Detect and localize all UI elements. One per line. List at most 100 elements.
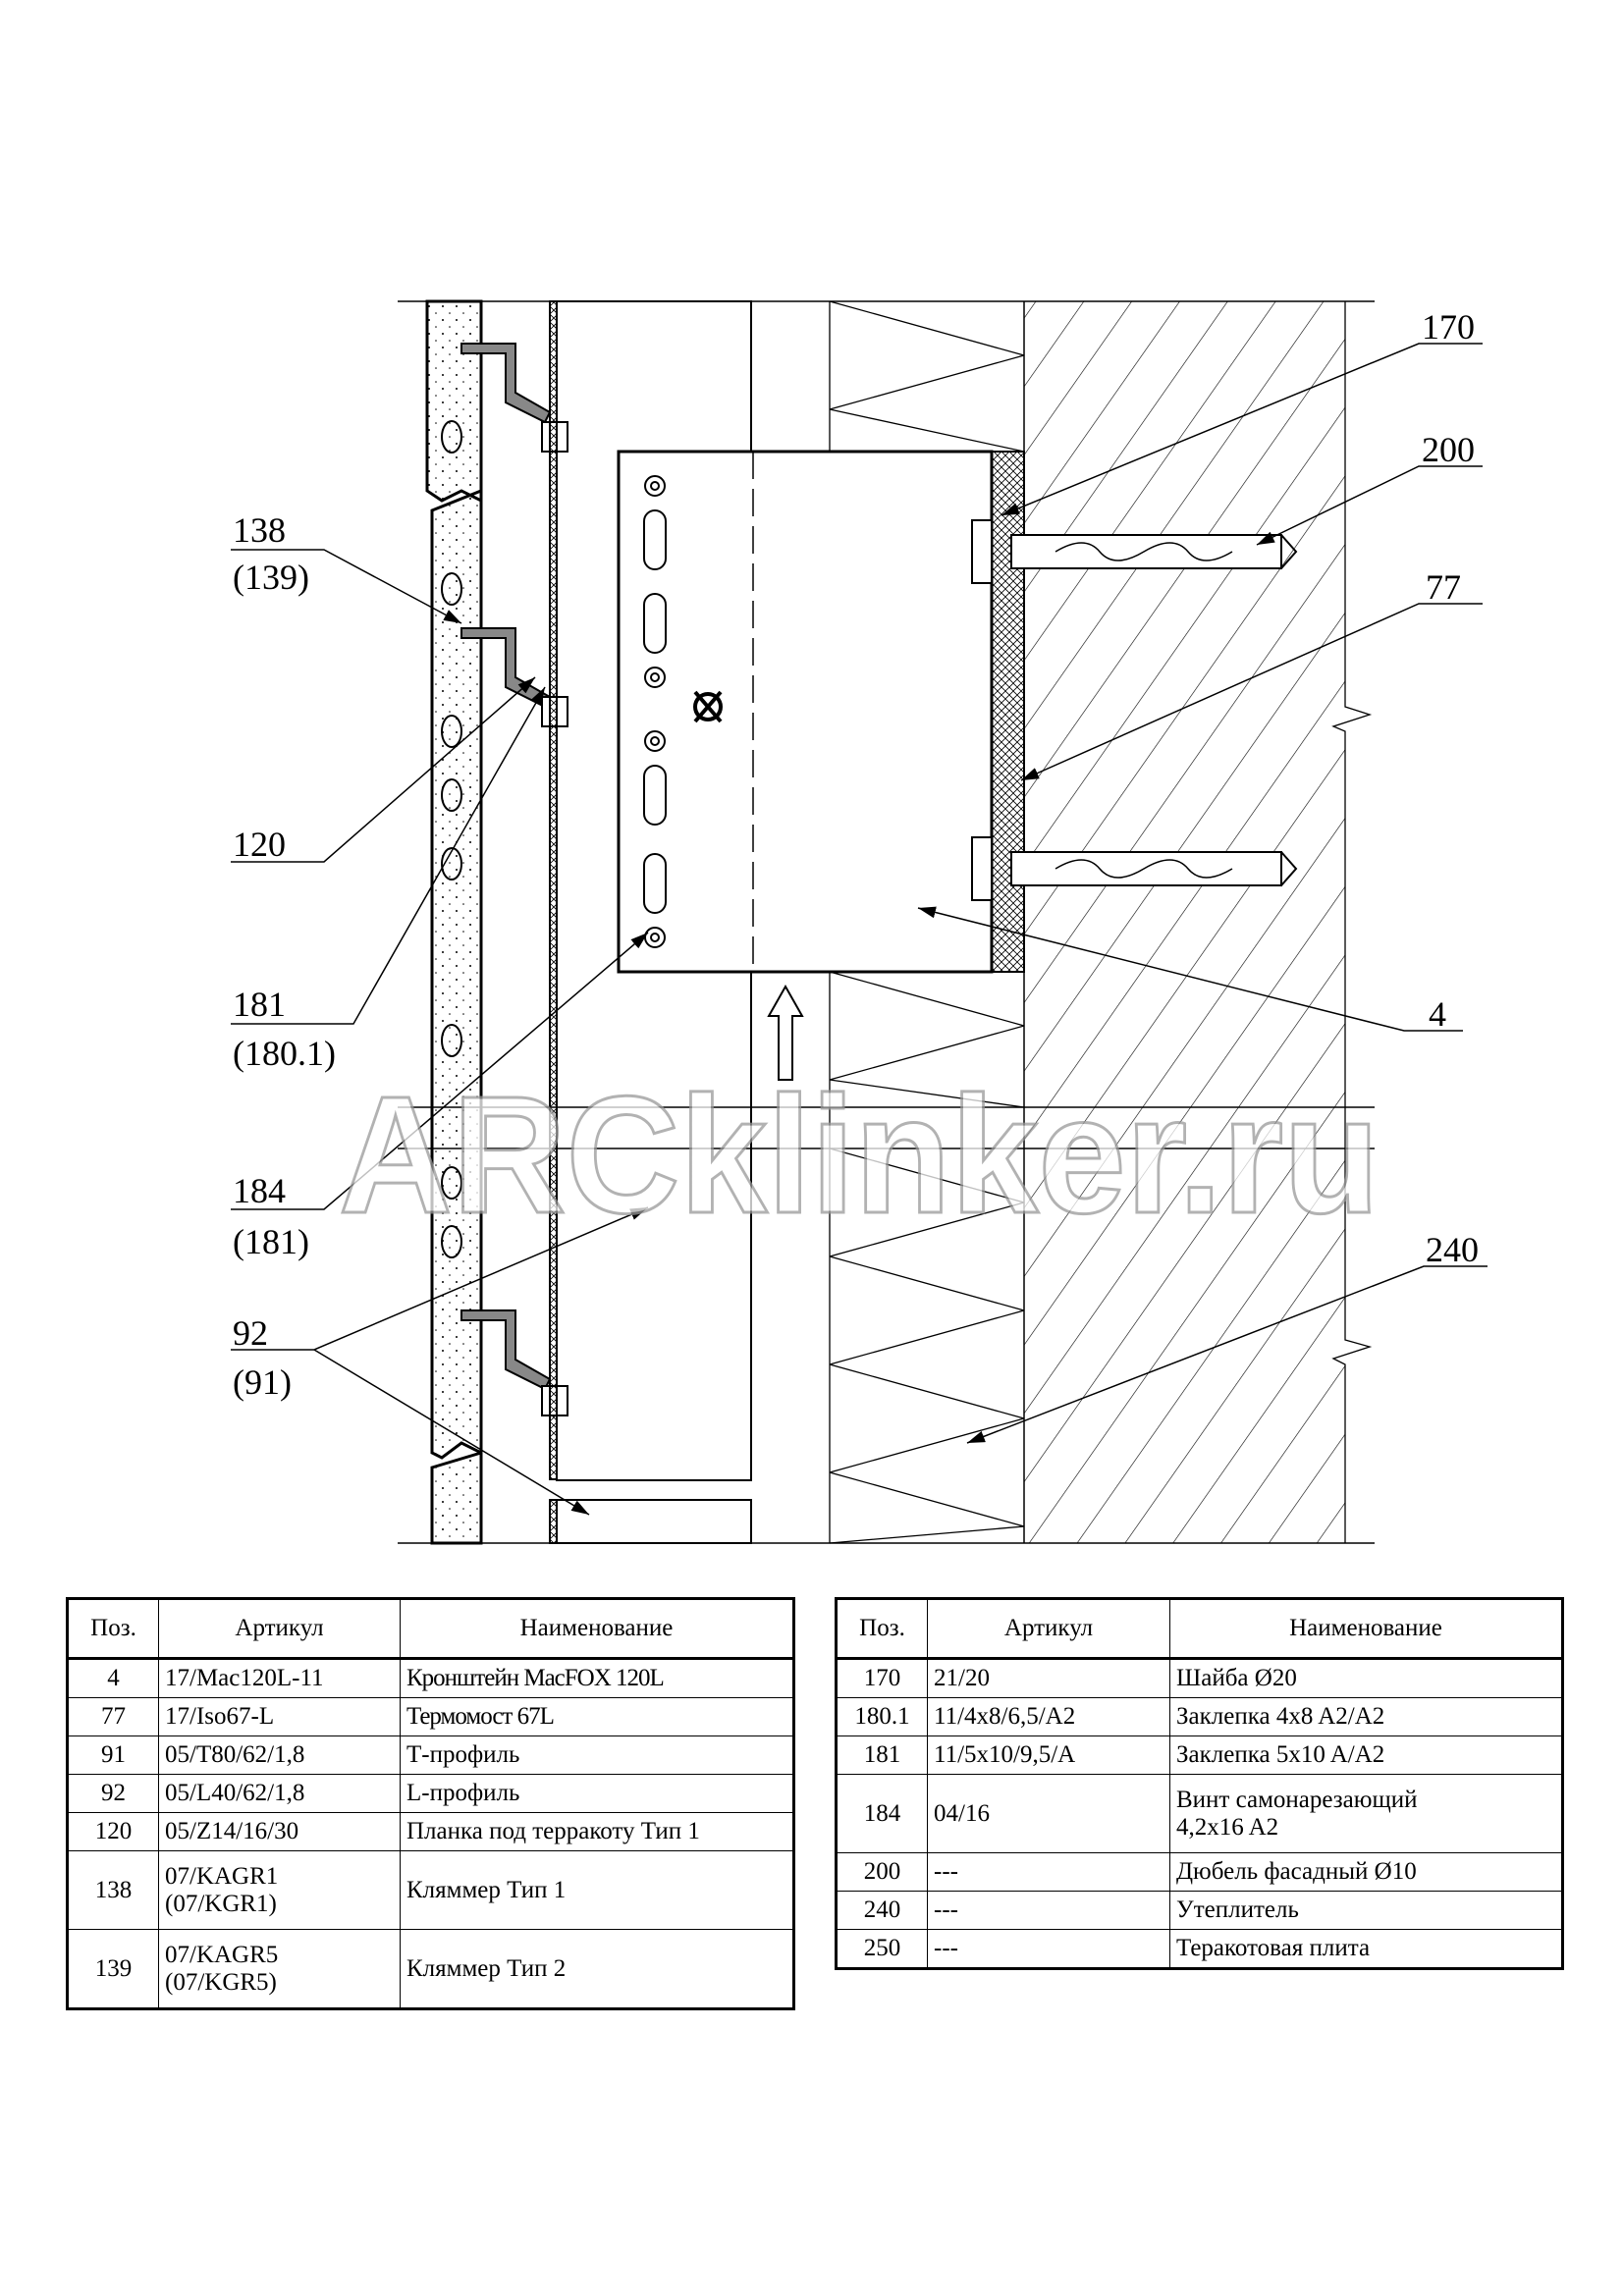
callout-138: 138 xyxy=(233,510,286,550)
callout-200: 200 xyxy=(1422,430,1475,469)
insulation-zigzag xyxy=(829,971,1025,1108)
article-line1: 07/KAGR1 xyxy=(165,1863,279,1890)
name: Кронштейн MacFOX 120L xyxy=(400,1658,794,1698)
article: 07/KAGR1(07/KGR1) xyxy=(158,1850,401,1930)
pos: 240 xyxy=(836,1891,928,1930)
table-header: Поз. Артикул Наименование xyxy=(836,1598,1563,1660)
callout-139: (139) xyxy=(233,558,309,597)
name: Т-профиль xyxy=(400,1735,794,1775)
callout-170: 170 xyxy=(1422,307,1475,347)
callout-181b: (181) xyxy=(233,1222,309,1261)
name: Утеплитель xyxy=(1169,1891,1563,1930)
airflow-arrow-icon xyxy=(767,984,804,1081)
name: Кляммер Тип 2 xyxy=(400,1929,794,2009)
watermark: ARCklinker.ru xyxy=(339,1062,1380,1249)
table-row: 250---Теракотовая плита xyxy=(836,1929,1563,1969)
header-name: Наименование xyxy=(1169,1598,1563,1660)
center-mark-icon xyxy=(693,690,723,723)
article: 17/Mac120L-11 xyxy=(158,1658,401,1698)
table-row: 240---Утеплитель xyxy=(836,1891,1563,1930)
name: Дюбель фасадный Ø10 xyxy=(1169,1852,1563,1892)
pos: 181 xyxy=(836,1735,928,1775)
article-line2: (07/KGR5) xyxy=(165,1968,277,1996)
pos: 120 xyxy=(67,1812,159,1851)
name-line1: Винт самонарезающий xyxy=(1176,1787,1418,1813)
bracket-macfox xyxy=(617,450,1298,974)
insulation-zigzag xyxy=(829,1148,1025,1544)
article: 05/Z14/16/30 xyxy=(158,1812,401,1851)
pos: 138 xyxy=(67,1850,159,1930)
callout-120: 120 xyxy=(233,825,286,864)
terracotta-panel xyxy=(425,299,483,1545)
article: 07/KAGR5(07/KGR5) xyxy=(158,1929,401,2009)
article: 11/5x10/9,5/A xyxy=(927,1735,1170,1775)
leader-lines xyxy=(231,343,1488,1516)
article: 11/4x8/6,5/A2 xyxy=(927,1697,1170,1736)
header-article: Артикул xyxy=(158,1598,401,1660)
header-pos: Поз. xyxy=(67,1598,159,1660)
article: --- xyxy=(927,1852,1170,1892)
article: 04/16 xyxy=(927,1774,1170,1853)
article: 05/T80/62/1,8 xyxy=(158,1735,401,1775)
article: 21/20 xyxy=(927,1658,1170,1698)
vertical-profile xyxy=(549,300,752,1544)
table-row: 200---Дюбель фасадный Ø10 xyxy=(836,1852,1563,1892)
article-line1: 07/KAGR5 xyxy=(165,1942,279,1968)
pos: 184 xyxy=(836,1774,928,1853)
name: Заклепка 5x10 A/A2 xyxy=(1169,1735,1563,1775)
article: 05/L40/62/1,8 xyxy=(158,1774,401,1813)
pos: 180.1 xyxy=(836,1697,928,1736)
pos: 170 xyxy=(836,1658,928,1698)
callout-labels: 170 200 77 4 240 138 (139) 120 181 (180.… xyxy=(233,307,1479,1402)
callout-92: 92 xyxy=(233,1313,268,1353)
callout-184: 184 xyxy=(233,1171,286,1210)
concrete-wall xyxy=(1023,301,1373,1543)
name: Кляммер Тип 1 xyxy=(400,1850,794,1930)
article-line2: (07/KGR1) xyxy=(165,1890,277,1917)
callout-91: (91) xyxy=(233,1362,292,1402)
name: Заклепка 4x8 A2/A2 xyxy=(1169,1697,1563,1736)
header-pos: Поз. xyxy=(836,1598,928,1660)
insulation-zigzag xyxy=(829,300,1025,453)
header-article: Артикул xyxy=(927,1598,1170,1660)
pos: 139 xyxy=(67,1929,159,2009)
callout-240: 240 xyxy=(1426,1230,1479,1269)
pos: 250 xyxy=(836,1929,928,1969)
callout-4: 4 xyxy=(1429,994,1446,1034)
pos: 4 xyxy=(67,1658,159,1698)
name: Термомост 67L xyxy=(400,1697,794,1736)
name: Шайба Ø20 xyxy=(1169,1658,1563,1698)
article: --- xyxy=(927,1929,1170,1969)
pos: 92 xyxy=(67,1774,159,1813)
pos: 91 xyxy=(67,1735,159,1775)
callout-180-1: (180.1) xyxy=(233,1034,336,1073)
name: Теракотовая плита xyxy=(1169,1929,1563,1969)
pos: 200 xyxy=(836,1852,928,1892)
name: L-профиль xyxy=(400,1774,794,1813)
article: --- xyxy=(927,1891,1170,1930)
pos: 77 xyxy=(67,1697,159,1736)
name: Планка под терракоту Тип 1 xyxy=(400,1812,794,1851)
callout-181: 181 xyxy=(233,985,286,1024)
article: 17/Iso67-L xyxy=(158,1697,401,1736)
name-line2: 4,2x16 A2 xyxy=(1176,1813,1279,1841)
table-header: Поз. Артикул Наименование xyxy=(67,1598,794,1660)
header-name: Наименование xyxy=(400,1598,794,1660)
callout-77: 77 xyxy=(1426,567,1461,607)
